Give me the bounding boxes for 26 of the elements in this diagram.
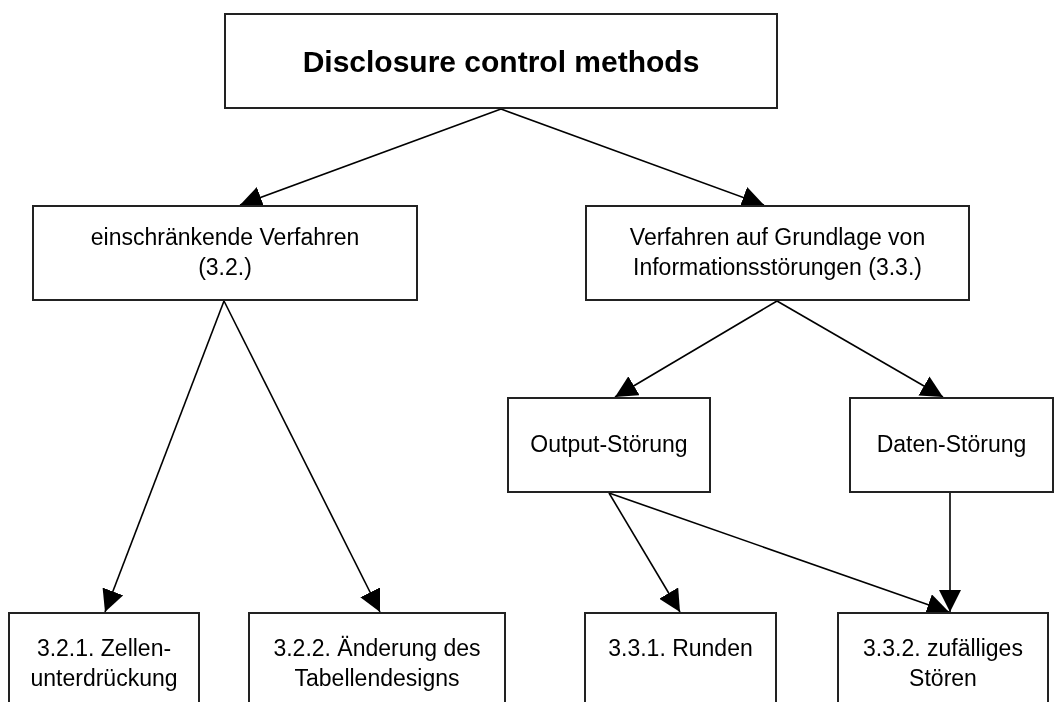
process-box xyxy=(507,397,711,493)
process-box xyxy=(837,612,1049,702)
process-box xyxy=(248,612,506,702)
process-box xyxy=(849,397,1054,493)
node-label: 3.2.2. Änderung des Tabellendesigns xyxy=(272,634,482,693)
arrow xyxy=(102,300,225,613)
node-label: Verfahren auf Grundlage von Informationsstörungen (3.3.) xyxy=(628,223,927,282)
node-label: Disclosure control methods xyxy=(302,43,700,80)
process-box xyxy=(224,13,778,109)
process-box xyxy=(584,612,777,702)
arrow xyxy=(223,300,381,613)
arrow xyxy=(608,492,681,613)
process-box xyxy=(585,205,970,301)
node-label: 3.2.1. Zellen-unterdrückung xyxy=(29,634,179,693)
arrow xyxy=(776,300,944,398)
node-label: Output-Störung xyxy=(530,430,688,460)
node-label: 3.3.1. Runden xyxy=(608,634,753,663)
node-label: einschränkende Verfahren (3.2.) xyxy=(89,223,361,282)
arrow xyxy=(614,300,778,398)
process-box xyxy=(32,205,418,301)
arrow xyxy=(500,108,765,208)
process-box xyxy=(8,612,200,702)
arrow xyxy=(239,108,502,208)
arrow xyxy=(939,492,961,613)
node-label: Daten-Störung xyxy=(876,430,1027,460)
node-label: 3.3.2. zufälliges Stören xyxy=(862,634,1024,693)
